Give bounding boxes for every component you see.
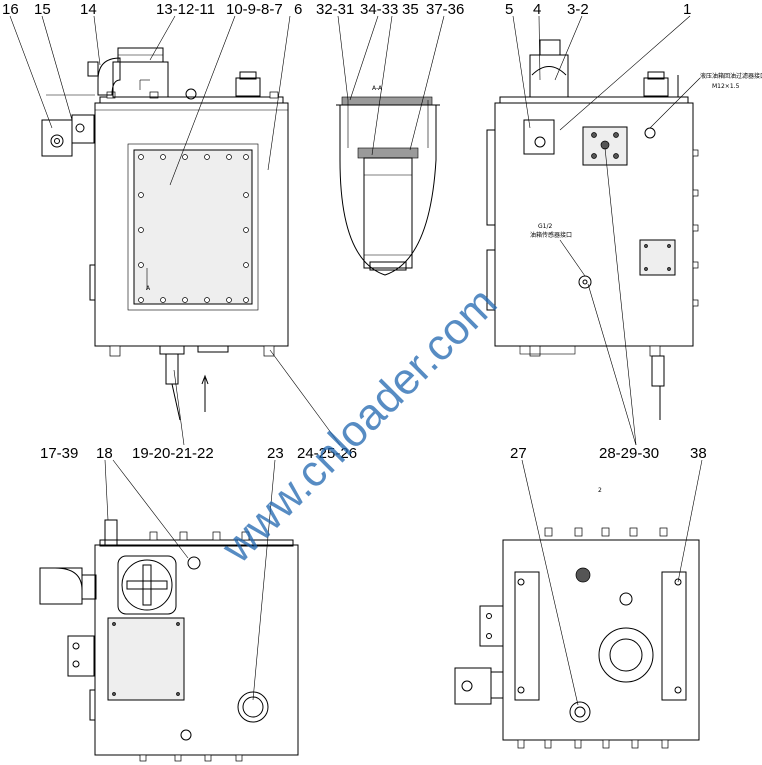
label-16: 16	[2, 1, 19, 18]
note-thread-size: M12×1.5	[712, 83, 740, 90]
bottom-bottom-bolts	[517, 739, 669, 749]
tank-body-side-left	[94, 544, 299, 756]
section-cover-plate	[341, 96, 433, 106]
annotations: 液压油箱回油过滤器接口 M12×1.5 G1/2 油箱传感器接口	[530, 72, 762, 239]
label-6: 6	[294, 1, 302, 18]
note-return-filter-port: 液压油箱回油过滤器接口	[700, 72, 762, 80]
bottom-side-flange	[454, 667, 492, 705]
rear-elbow	[529, 54, 569, 98]
label-15: 15	[34, 1, 51, 18]
section-outline	[339, 105, 437, 276]
label-18: 18	[96, 445, 113, 462]
label-28-29-30: 28-29-30	[599, 445, 659, 462]
label-14: 14	[80, 1, 97, 18]
label-17-39: 17-39	[40, 445, 78, 462]
label-37-36: 37-36	[426, 1, 464, 18]
label-5: 5	[505, 1, 513, 18]
lifting-eye	[185, 88, 197, 100]
label-27: 27	[510, 445, 527, 462]
bottom-fittings	[109, 345, 275, 421]
label-34-33: 34-33	[360, 1, 398, 18]
part-labels: 16 15 14 13-12-11 10-9-8-7 6 32-31 34-33…	[2, 1, 707, 462]
label-13-12-11: 13-12-11	[156, 1, 215, 18]
note-sensor-port: 油箱传感器接口	[530, 231, 572, 239]
sight-glass	[237, 691, 269, 723]
label-24-25-26: 24-25-26	[297, 445, 357, 462]
leader-lines	[9, 15, 703, 706]
section-label: A-A	[372, 85, 383, 92]
tank-body-bottom	[502, 539, 700, 741]
note-g12: G1/2	[538, 223, 552, 230]
label-35: 35	[402, 1, 419, 18]
label-23: 23	[267, 445, 284, 462]
drain-plug	[569, 701, 591, 723]
rear-view	[486, 39, 699, 420]
inspection-cover	[133, 149, 253, 305]
side-view-left	[39, 519, 299, 762]
side-cover-plate	[107, 617, 185, 701]
label-3-2: 3-2	[567, 1, 589, 18]
small-mark: 2	[598, 487, 602, 494]
label-4: 4	[533, 1, 541, 18]
bottom-top-bolts	[544, 527, 668, 537]
rear-flange-block	[523, 119, 555, 155]
side-bottom-bolts	[139, 754, 243, 762]
return-filter-port	[644, 127, 656, 139]
rear-side-bolts	[692, 149, 699, 307]
elbow-pipe	[97, 57, 121, 96]
rail-right	[661, 571, 687, 701]
front-view: A	[41, 47, 289, 421]
bottom-view: 2	[454, 487, 700, 749]
view-mark-a: A	[146, 285, 151, 292]
side-top-bolts	[149, 531, 250, 541]
watermark: www.cnloader.com	[212, 278, 507, 573]
filler-cap-assembly	[112, 61, 169, 98]
section-a-a-view: A-A	[336, 85, 440, 276]
cover-bolts	[138, 154, 249, 303]
label-38: 38	[690, 445, 707, 462]
sensor-port	[578, 275, 592, 289]
large-port	[598, 627, 654, 683]
label-19-20-21-22: 19-20-21-22	[132, 445, 214, 462]
label-1: 1	[683, 1, 691, 18]
round-cover-flange	[117, 555, 177, 615]
label-10-9-8-7: 10-9-8-7	[226, 1, 283, 18]
rail-left	[514, 571, 540, 701]
filter-element	[363, 157, 413, 269]
label-32-31: 32-31	[316, 1, 354, 18]
